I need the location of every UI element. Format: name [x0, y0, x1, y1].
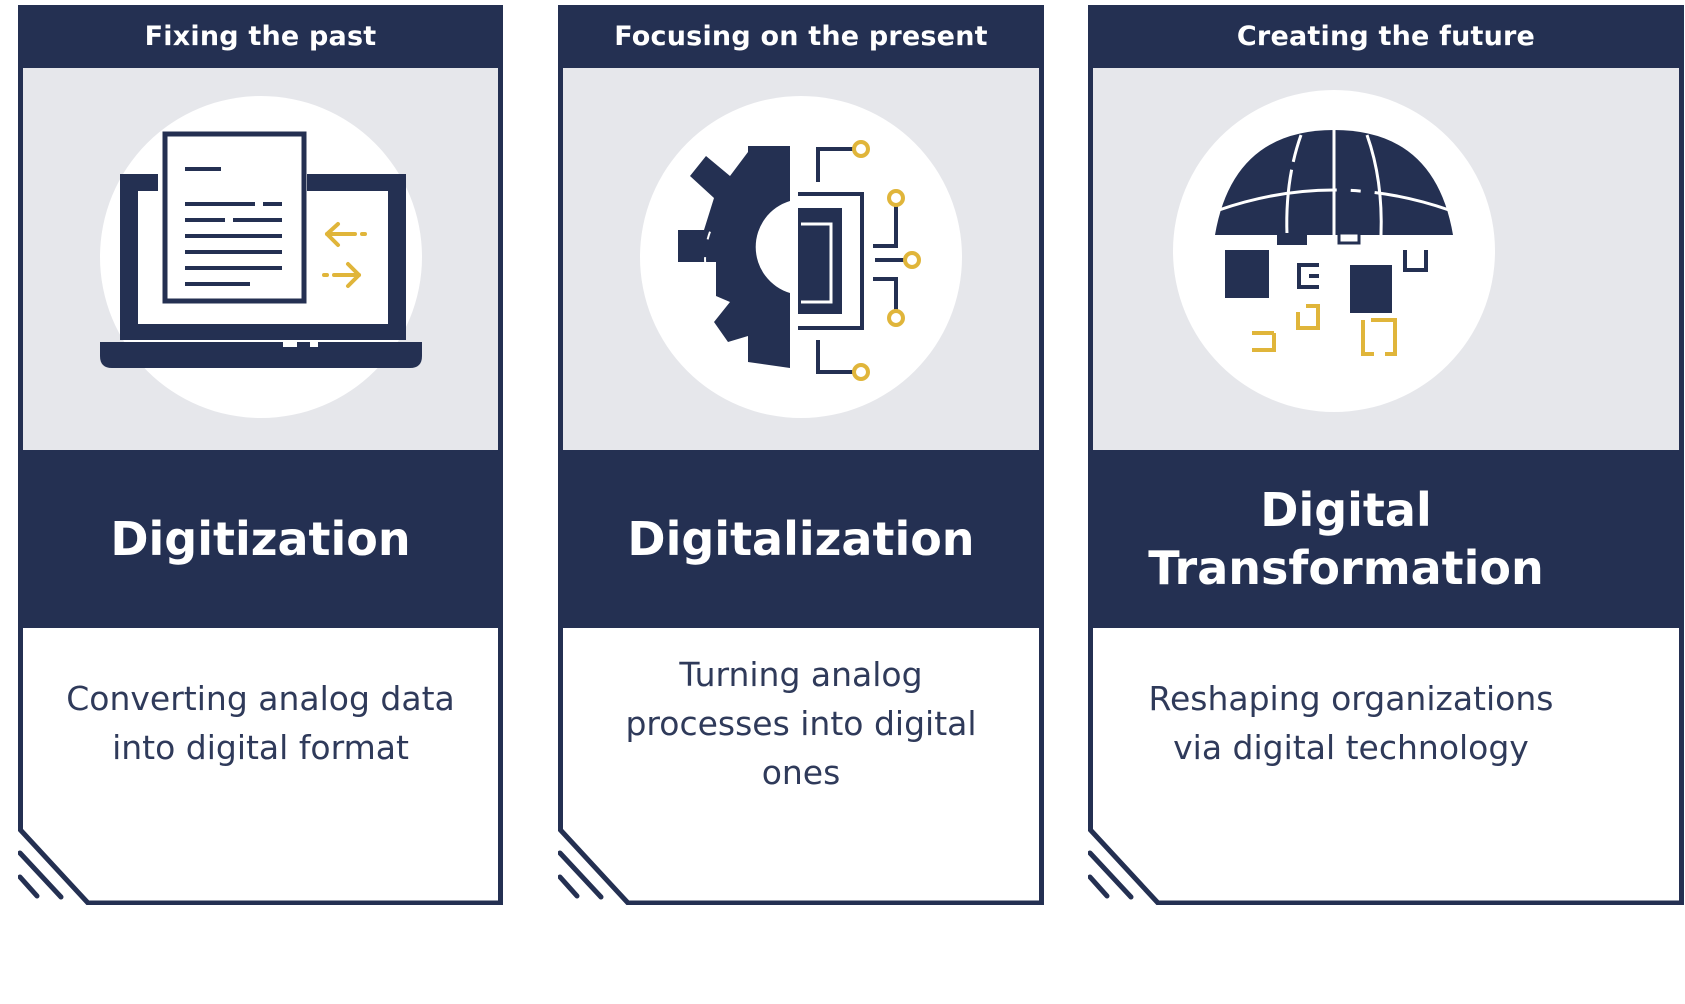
- card-illustration-area: [23, 68, 498, 450]
- card-description: Turning analog processes into digital on…: [625, 654, 977, 792]
- card-title: Digitization: [18, 450, 503, 628]
- card-title: Digital Transformation: [1088, 450, 1684, 628]
- card-header: Focusing on the present: [558, 5, 1044, 68]
- gear-circuit-icon: [678, 140, 921, 381]
- card-description: Converting analog data into digital form…: [66, 679, 455, 767]
- card-header: Creating the future: [1088, 5, 1684, 68]
- laptop-document-icon: [99, 131, 422, 368]
- globe-pixels-icon: [1215, 130, 1453, 356]
- card-illustration-area: [1093, 68, 1680, 450]
- card-description: Reshaping organizations via digital tech…: [1148, 679, 1554, 767]
- card-digitization: Fixing the past: [18, 5, 503, 905]
- card-digital-transformation: Creating the future Digital Transfor: [1088, 5, 1684, 905]
- card-title: Digitalization: [558, 450, 1044, 628]
- card-header: Fixing the past: [18, 5, 503, 68]
- card-digitalization: Focusing on the present: [558, 5, 1044, 905]
- card-illustration-area: [563, 68, 1039, 450]
